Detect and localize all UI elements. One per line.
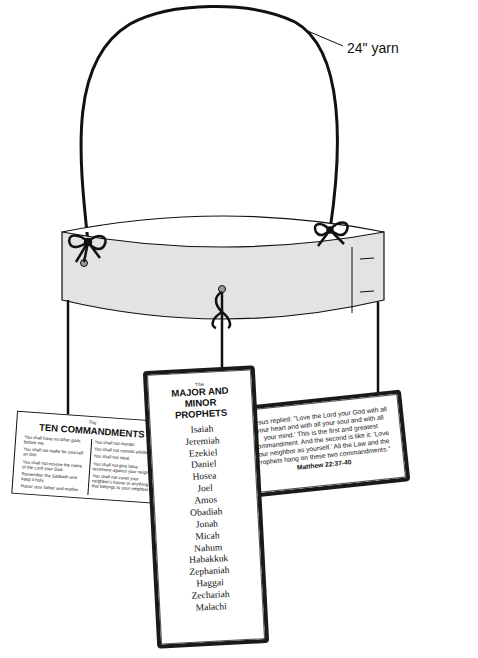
hanging-string xyxy=(213,292,230,372)
book-page: You shall have no other gods before me.Y… xyxy=(18,434,91,495)
prophets-card: TheMAJOR AND MINOR PROPHETSIsaiahJeremia… xyxy=(143,365,269,648)
book-pages: You shall have no other gods before me.Y… xyxy=(18,434,162,500)
dimension-label: 24" yarn xyxy=(347,40,399,56)
hanging-string xyxy=(377,302,380,402)
yarn-bow xyxy=(69,235,105,262)
yarn-bow xyxy=(315,223,348,246)
card-text: Malachi xyxy=(168,600,255,616)
card-text: You shall not covet your neighbor's hous… xyxy=(91,473,155,493)
yarn-handle xyxy=(81,6,337,242)
card-heading: MAJOR AND MINOR PROPHETS xyxy=(157,385,245,422)
card-text: Honor your father and mother. xyxy=(21,483,85,492)
punched-hole xyxy=(219,286,226,293)
staple xyxy=(360,258,374,259)
card-text: Jesus replied: "Love the Lord your God w… xyxy=(248,405,394,467)
staple xyxy=(360,291,374,292)
hanging-string xyxy=(67,300,70,424)
leader-line xyxy=(303,29,343,46)
band-seam xyxy=(352,247,353,313)
